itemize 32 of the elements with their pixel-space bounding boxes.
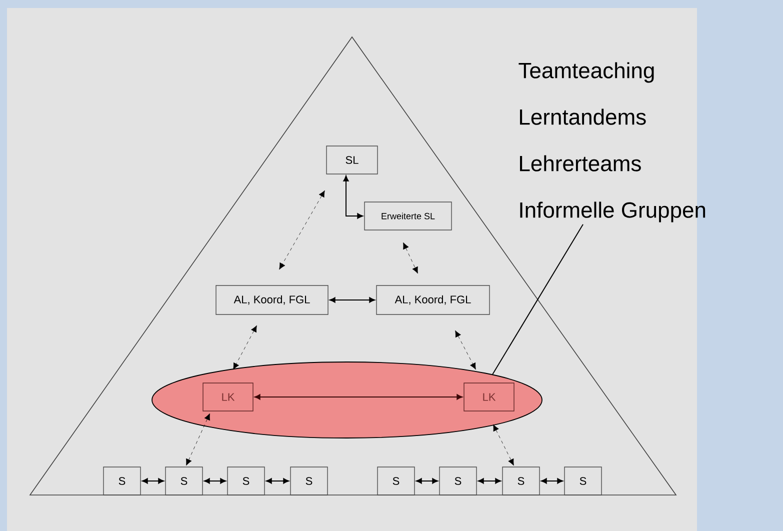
arrow	[330, 297, 375, 303]
person-box: S	[377, 466, 415, 496]
group-ellipse	[152, 362, 542, 438]
person-box: S	[439, 466, 477, 496]
arrow	[142, 478, 164, 484]
person-box: S	[165, 466, 203, 496]
person-box: AL, Koord, FGL	[376, 285, 490, 315]
person-box: Erweiterte SL	[364, 202, 452, 230]
dashed-arrow	[455, 330, 476, 370]
dashed-arrow	[279, 190, 325, 270]
arrow	[204, 478, 226, 484]
elbow-arrow	[343, 176, 363, 219]
person-box: LK	[202, 382, 254, 412]
arrow	[541, 478, 563, 484]
leader-line	[492, 224, 584, 375]
person-box: S	[227, 466, 265, 496]
person-box: S	[502, 466, 540, 496]
person-box: S	[290, 466, 328, 496]
dashed-arrow	[233, 325, 257, 370]
dashed-arrow	[493, 424, 514, 466]
arrow	[478, 478, 501, 484]
person-box: S	[103, 466, 141, 496]
person-box: SL	[326, 146, 378, 174]
person-box: LK	[464, 382, 514, 412]
person-box: AL, Koord, FGL	[216, 285, 328, 315]
arrow	[266, 478, 289, 484]
dashed-arrow	[403, 242, 418, 274]
dashed-arrow	[186, 413, 210, 466]
arrow	[416, 478, 438, 484]
text-list: Teamteaching Lerntandems Lehrerteams Informelle Gruppen	[518, 62, 706, 222]
arrow	[254, 394, 462, 400]
person-box: S	[564, 466, 602, 496]
